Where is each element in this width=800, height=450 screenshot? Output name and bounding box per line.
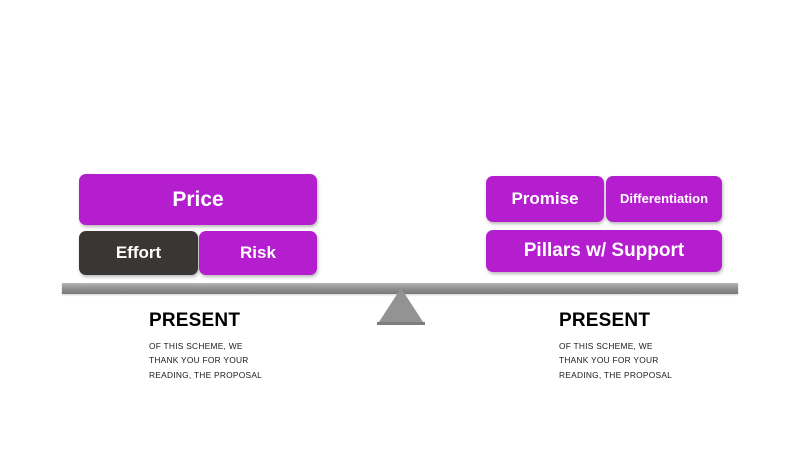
caption-left: PRESENT OF THIS SCHEME, WE THANK YOU FOR…	[149, 311, 364, 382]
left-pan-item-price[interactable]: Price	[79, 174, 317, 225]
fulcrum-triangle-icon	[377, 288, 425, 325]
right-pan-item-differentiation-label: Differentiation	[619, 190, 709, 206]
fulcrum-base	[377, 322, 425, 325]
left-pan-item-effort-label: Effort	[115, 242, 162, 262]
right-pan-item-pillars-with-support[interactable]: Pillars w/ Support	[486, 230, 722, 272]
left-pan-item-effort[interactable]: Effort	[79, 231, 198, 275]
left-pan-item-price-label: Price	[172, 187, 224, 211]
left-pan-item-risk[interactable]: Risk	[199, 231, 317, 275]
right-pan-item-promise[interactable]: Promise	[486, 176, 604, 222]
left-pan-item-risk-label: Risk	[240, 242, 276, 262]
caption-right-title: PRESENT	[559, 310, 651, 331]
caption-right-body: OF THIS SCHEME, WE THANK YOU FOR YOUR RE…	[559, 340, 673, 380]
right-pan-item-differentiation[interactable]: Differentiation	[606, 176, 722, 222]
caption-left-body: OF THIS SCHEME, WE THANK YOU FOR YOUR RE…	[149, 340, 263, 380]
right-pan-item-promise-label: Promise	[511, 188, 579, 208]
right-pan-item-pillars-with-support-label: Pillars w/ Support	[523, 239, 685, 261]
caption-left-title: PRESENT	[149, 310, 241, 331]
caption-right: PRESENT OF THIS SCHEME, WE THANK YOU FOR…	[559, 311, 774, 382]
